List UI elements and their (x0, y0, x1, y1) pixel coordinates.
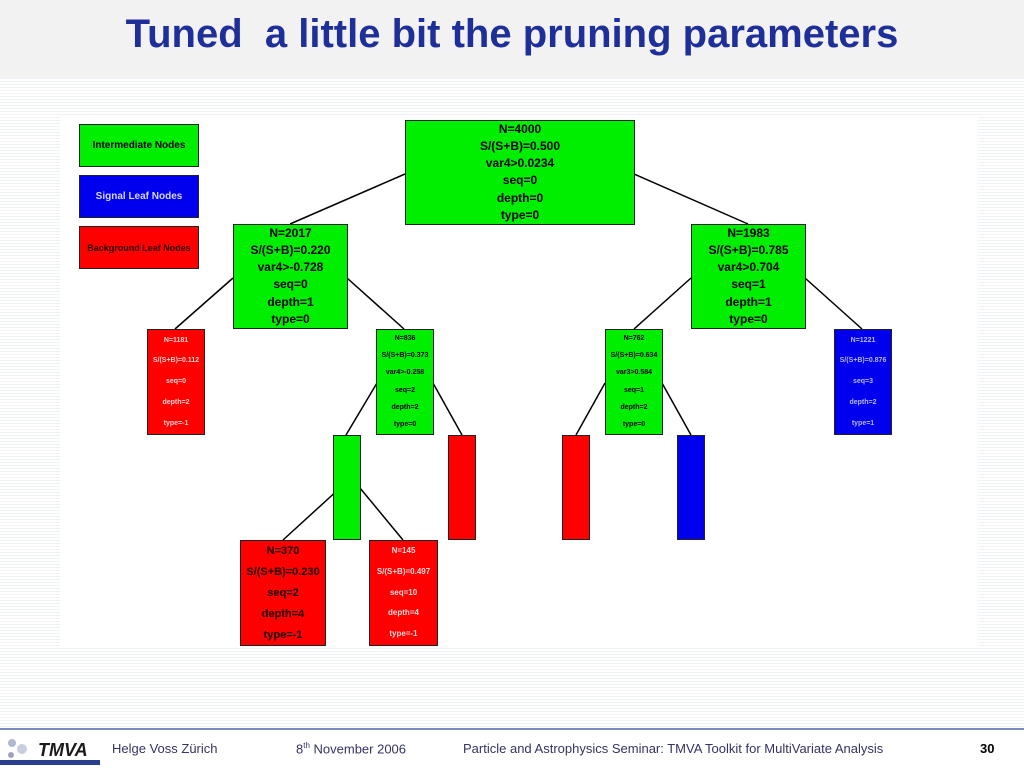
node-line: type=-1 (389, 629, 418, 639)
edge-small-n145 (359, 487, 404, 541)
node-line: type=-1 (263, 628, 303, 641)
legend-background-leaf: Background Leaf Nodes (79, 226, 199, 269)
edge-n1983-n1221 (804, 277, 863, 330)
node-line: type=0 (271, 311, 310, 326)
footer-date-day: 8 (296, 741, 304, 757)
node-line: seq=2 (267, 586, 299, 599)
node-n1181: N=1181 S/(S+B)=0.112 seq=0 depth=2 type=… (147, 329, 205, 435)
node-n836: N=836 S/(S+B)=0.373 var4>-0.258 seq=2 de… (376, 329, 434, 435)
node-line: depth=4 (388, 608, 419, 618)
node-line: seq=1 (731, 277, 766, 292)
node-line: type=-1 (163, 419, 189, 427)
edge-n762-l4 (661, 382, 692, 436)
edge-n1983-n762 (633, 277, 692, 330)
node-line: N=145 (391, 546, 416, 555)
node-line: S/(S+B)=0.785 (708, 243, 789, 258)
node-line: N=4000 (498, 121, 542, 136)
node-line: type=0 (500, 207, 540, 222)
tmva-logo (0, 733, 100, 765)
node-line: depth=2 (391, 404, 419, 412)
node-n370: N=370 S/(S+B)=0.230 seq=2 depth=4 type=-… (240, 540, 326, 646)
node-depth3-background-leaf (562, 435, 590, 540)
edge-n762-l3 (575, 382, 606, 436)
footer-author: Helge Voss Zürich (112, 741, 218, 756)
node-line: var3>0.584 (615, 369, 652, 377)
logo-bar (0, 760, 100, 765)
node-line: type=0 (622, 421, 646, 429)
node-line: seq=0 (502, 173, 538, 188)
page-number: 30 (980, 741, 995, 756)
node-line: S/(S+B)=0.876 (839, 357, 887, 365)
node-line: depth=2 (849, 398, 877, 406)
node-root: N=4000 S/(S+B)=0.500 var4>0.0234 seq=0 d… (405, 120, 635, 225)
node-n762: N=762 S/(S+B)=0.634 var3>0.584 seq=1 dep… (605, 329, 663, 435)
node-line: N=1983 (727, 225, 770, 240)
footer-date-rest: November 2006 (309, 741, 407, 757)
node-line: N=836 (394, 334, 416, 342)
node-line: type=1 (851, 419, 875, 427)
node-line: type=0 (393, 421, 417, 429)
logo-text: TMVA (38, 740, 88, 760)
footer-date: 8th November 2006 (296, 741, 406, 756)
edge-small-n370 (282, 487, 341, 541)
node-line: var4>-0.258 (385, 369, 425, 377)
node-line: depth=2 (620, 404, 648, 412)
edge-n2017-n836 (346, 277, 405, 330)
node-line: N=1221 (850, 336, 876, 344)
node-line: depth=0 (496, 190, 544, 205)
node-line: seq=3 (852, 378, 874, 386)
edge-n836-l1 (345, 382, 378, 436)
node-line: depth=4 (261, 607, 305, 620)
node-line: S/(S+B)=0.373 (381, 352, 429, 360)
node-line: var4>0.704 (717, 260, 780, 275)
edge-root-n2017 (289, 173, 406, 225)
footer-date-sup: th (303, 741, 310, 750)
legend-signal-leaf: Signal Leaf Nodes (79, 175, 199, 218)
node-depth3-intermediate (333, 435, 361, 540)
node-line: depth=2 (162, 398, 190, 406)
node-line: N=762 (623, 334, 645, 342)
node-line: depth=1 (267, 294, 314, 309)
node-line: S/(S+B)=0.230 (246, 566, 320, 579)
node-n2017: N=2017 S/(S+B)=0.220 var4>-0.728 seq=0 d… (233, 224, 348, 329)
edge-n2017-n1181 (174, 277, 234, 330)
node-line: S/(S+B)=0.500 (479, 139, 561, 154)
footer-seminar: Particle and Astrophysics Seminar: TMVA … (463, 741, 884, 756)
node-line: N=1181 (163, 336, 189, 344)
node-n1983: N=1983 S/(S+B)=0.785 var4>0.704 seq=1 de… (691, 224, 806, 329)
footer: Helge Voss Zürich 8th November 2006 Part… (0, 730, 1024, 768)
node-line: seq=2 (394, 386, 416, 394)
node-line: seq=10 (389, 587, 418, 597)
legend-intermediate: Intermediate Nodes (79, 124, 199, 167)
node-line: N=2017 (269, 225, 312, 240)
node-line: var4>-0.728 (257, 260, 324, 275)
footer-divider (0, 728, 1024, 730)
node-line: seq=1 (623, 386, 645, 394)
slide-title: Tuned a little bit the pruning parameter… (125, 12, 899, 56)
node-line: seq=0 (165, 378, 187, 386)
node-line: depth=1 (725, 294, 772, 309)
node-line: S/(S+B)=0.220 (250, 243, 331, 258)
node-line: S/(S+B)=0.497 (376, 566, 431, 576)
node-line: N=370 (266, 545, 300, 558)
node-line: S/(S+B)=0.634 (610, 352, 658, 360)
node-line: type=0 (729, 311, 768, 326)
edge-n836-l2 (432, 382, 463, 436)
node-n145: N=145 S/(S+B)=0.497 seq=10 depth=4 type=… (369, 540, 438, 646)
logo-dots-icon (8, 739, 27, 758)
node-depth3-background-leaf (448, 435, 476, 540)
node-n1221: N=1221 S/(S+B)=0.876 seq=3 depth=2 type=… (834, 329, 892, 435)
node-line: S/(S+B)=0.112 (152, 357, 200, 365)
node-line: seq=0 (273, 277, 308, 292)
edge-root-n1983 (633, 173, 749, 225)
node-depth3-signal-leaf (677, 435, 705, 540)
node-line: var4>0.0234 (485, 156, 555, 171)
